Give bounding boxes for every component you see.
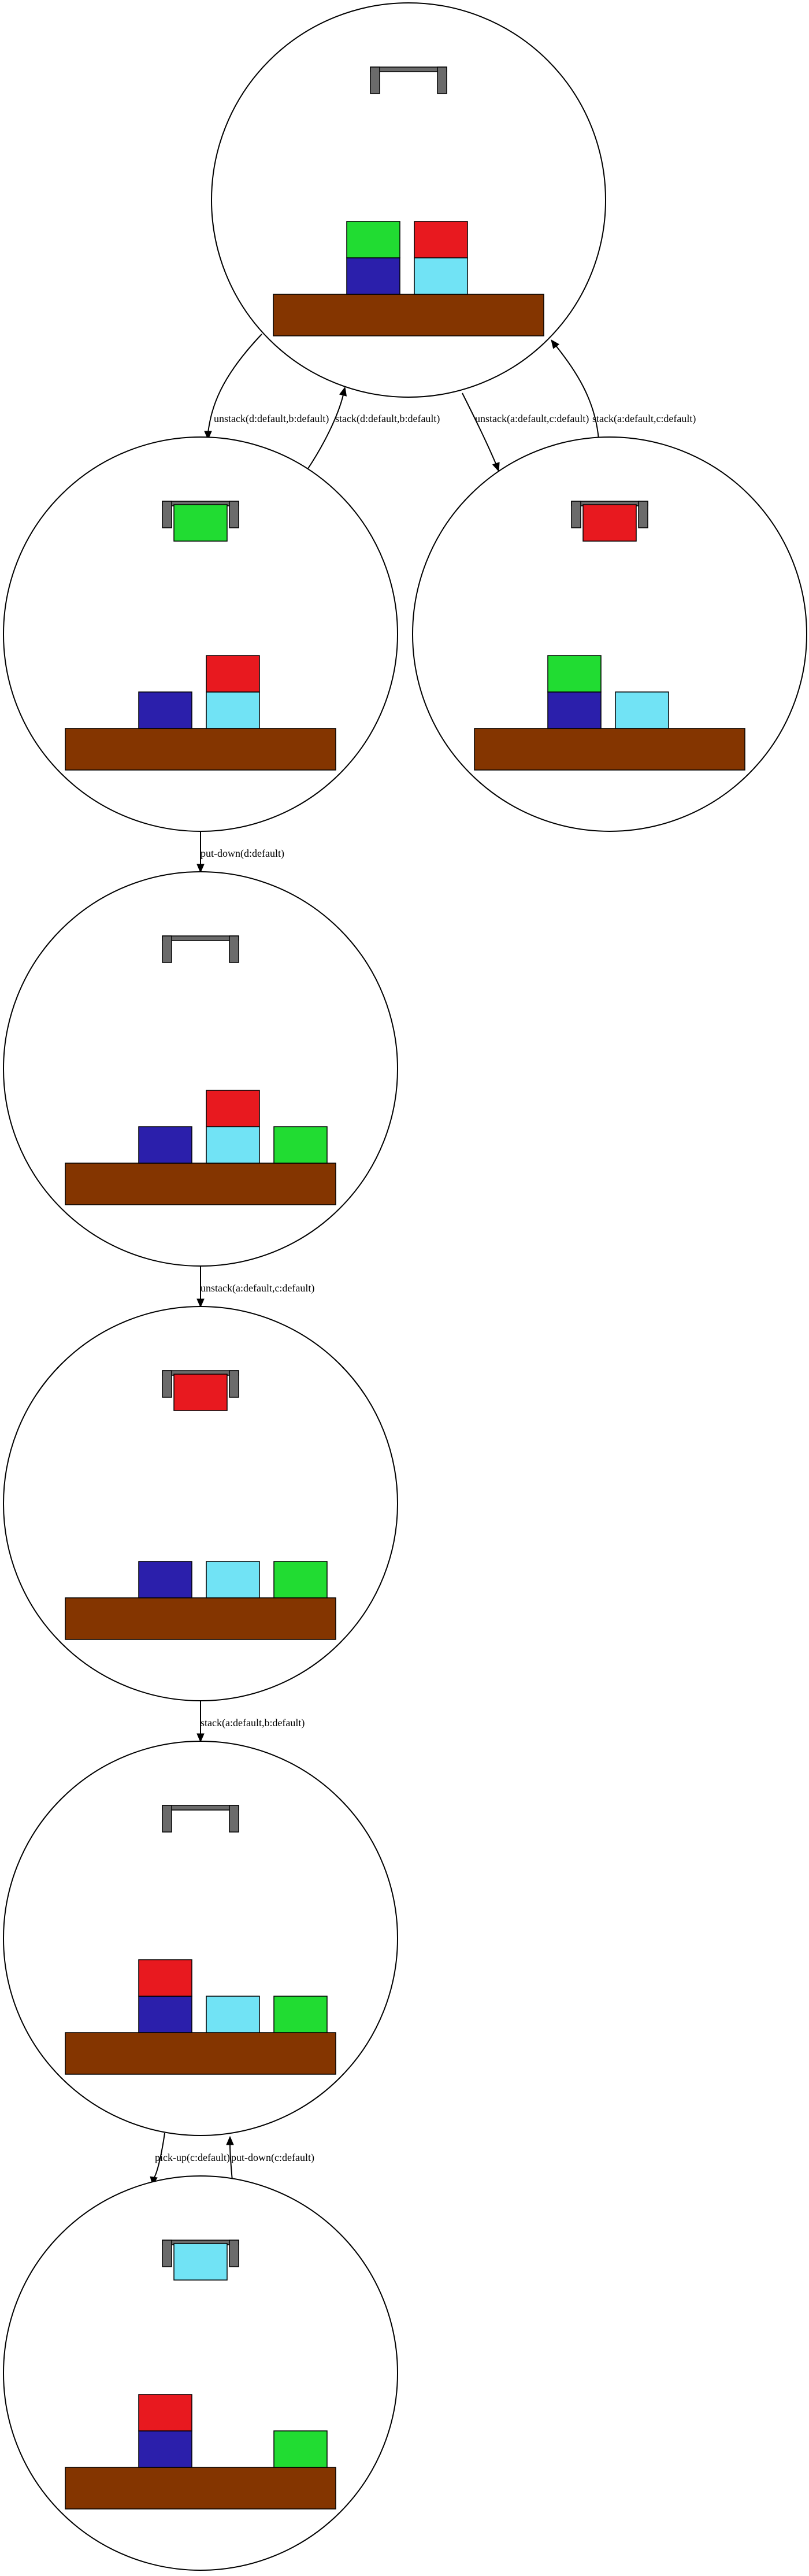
edges-layer — [150, 334, 599, 2186]
state-node-s6 — [3, 1741, 398, 2136]
edge-e1 — [204, 334, 262, 441]
cyan-block — [206, 1561, 260, 1598]
edge-label-unstack-d-b: unstack(d:default,b:default) — [214, 413, 329, 425]
table — [65, 2032, 336, 2075]
blue-block — [547, 691, 602, 729]
blue-block — [138, 1561, 192, 1598]
green-block — [547, 655, 602, 693]
nodes-layer — [3, 2, 807, 2571]
blue-block — [346, 257, 400, 295]
arrowhead-icon — [196, 864, 205, 874]
edge-e7 — [196, 1701, 205, 1743]
arrowhead-icon — [226, 2135, 234, 2145]
cyan-block — [615, 691, 669, 729]
table — [65, 728, 336, 771]
held-red-block — [582, 504, 637, 542]
edge-label-stack-d-b: stack(d:default,b:default) — [335, 413, 440, 425]
held-red-block — [173, 1374, 228, 1411]
table — [65, 1597, 336, 1640]
table — [65, 2467, 336, 2510]
state-circle — [3, 436, 398, 832]
arrowhead-icon — [551, 339, 560, 349]
blue-block — [138, 691, 192, 729]
blue-block — [138, 2430, 192, 2468]
held-green-block — [173, 504, 228, 542]
gripper-icon — [162, 2240, 239, 2267]
edge-e4 — [551, 339, 599, 440]
state-node-s7 — [3, 2175, 398, 2571]
arrowhead-icon — [339, 386, 347, 397]
blue-block — [138, 1996, 192, 2033]
table — [474, 728, 745, 771]
arrowhead-icon — [204, 431, 212, 441]
edge-e6 — [196, 1266, 205, 1308]
state-circle — [3, 871, 398, 1267]
green-block — [273, 1996, 328, 2033]
state-node-s5 — [3, 1306, 398, 1701]
edge-label-stack-a-c: stack(a:default,c:default) — [592, 413, 696, 425]
arrowhead-icon — [196, 1298, 205, 1308]
state-node-s4 — [3, 871, 398, 1267]
state-circle — [3, 1741, 398, 2136]
red-block — [206, 655, 260, 693]
state-circle — [3, 1306, 398, 1701]
state-circle — [3, 2175, 398, 2571]
state-node-s1 — [211, 2, 606, 398]
state-circle — [211, 2, 606, 398]
edge-label-put-down-c: put-down(c:default) — [231, 2152, 314, 2164]
edge-label-pick-up-c: pick-up(c:default) — [155, 2152, 230, 2164]
green-block — [273, 1561, 328, 1598]
gripper-icon — [162, 1805, 239, 1833]
edge-label-unstack-a-c: unstack(a:default,c:default) — [201, 1282, 314, 1294]
edge-e9 — [226, 2135, 234, 2181]
red-block — [138, 1959, 192, 1997]
gripper-icon — [162, 935, 239, 963]
edge-labels-layer: unstack(d:default,b:default) stack(d:def… — [155, 413, 696, 2164]
state-node-s3 — [412, 436, 807, 832]
green-block — [346, 221, 400, 258]
edge-label-stack-a-b: stack(a:default,b:default) — [201, 1717, 305, 1729]
edge-label-put-down-d: put-down(d:default) — [201, 847, 284, 860]
cyan-block — [206, 1996, 260, 2033]
red-block — [138, 2394, 192, 2431]
held-cyan-block — [173, 2243, 228, 2281]
cyan-block — [206, 691, 260, 729]
table — [273, 294, 544, 336]
green-block — [273, 1126, 328, 1164]
arrowhead-icon — [196, 1733, 205, 1743]
cyan-block — [414, 257, 468, 295]
green-block — [273, 2430, 328, 2468]
edge-e2 — [307, 386, 347, 470]
cyan-block — [206, 1126, 260, 1164]
gripper-icon — [162, 501, 239, 528]
arrowhead-icon — [492, 462, 500, 472]
edge-e5 — [196, 831, 205, 874]
red-block — [206, 1090, 260, 1127]
blue-block — [138, 1126, 192, 1164]
gripper-icon — [370, 66, 447, 94]
state-node-s2 — [3, 436, 398, 832]
red-block — [414, 221, 468, 258]
edge-label-unstack-a-c-top: unstack(a:default,c:default) — [475, 413, 589, 425]
state-circle — [412, 436, 807, 832]
edge-e3 — [462, 393, 500, 472]
table — [65, 1163, 336, 1205]
